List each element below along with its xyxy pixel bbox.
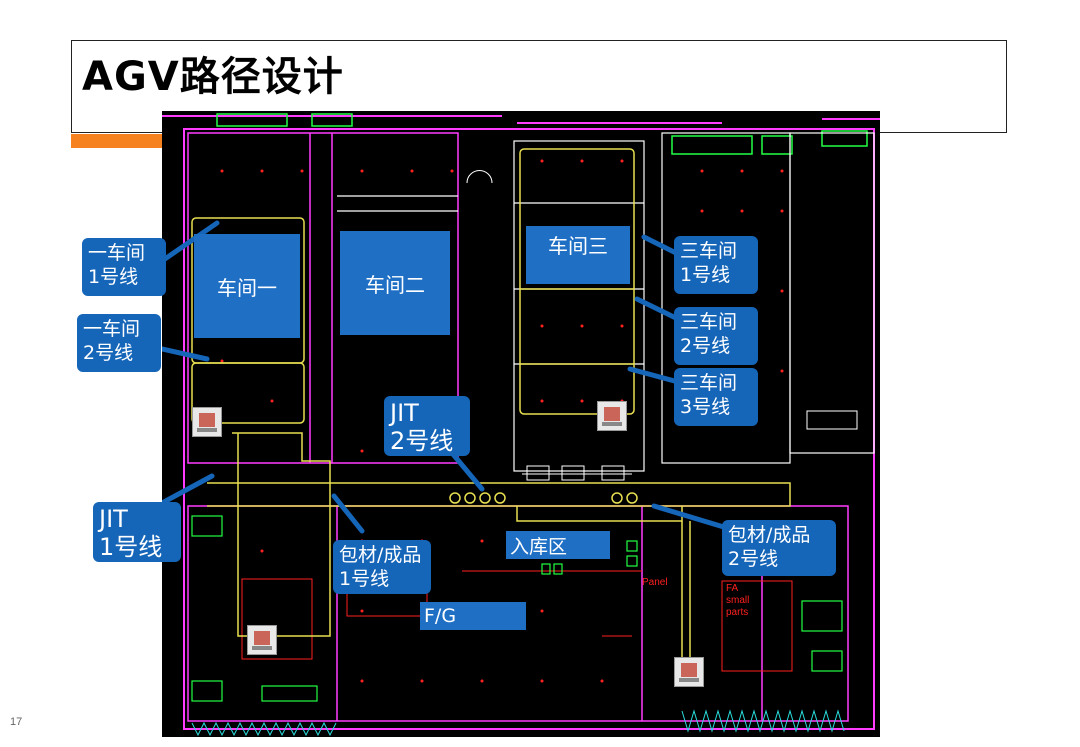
callout-ws1-line2: 一车间 2号线 (77, 314, 161, 372)
agv-robot-icon (674, 657, 704, 687)
agv-robot-icon (192, 407, 222, 437)
workshop-2-label: 车间二 (340, 231, 450, 335)
callout-jit-line2: JIT 2号线 (384, 396, 470, 456)
callout-ws1-line1: 一车间 1号线 (82, 238, 166, 296)
slide-title: AGV路径设计 (82, 54, 344, 100)
inbound-area-label: 入库区 (506, 531, 610, 559)
callout-ws3-line3: 三车间 3号线 (674, 368, 758, 426)
callout-ws3-line2: 三车间 2号线 (674, 307, 758, 365)
accent-bar (71, 134, 163, 148)
callout-ws3-line1: 三车间 1号线 (674, 236, 758, 294)
page-number: 17 (10, 716, 23, 728)
agv-robot-icon (597, 401, 627, 431)
fg-area-label: F/G (420, 602, 526, 630)
agv-robot-icon (247, 625, 277, 655)
floor-plan: 车间一 车间二 车间三 入库区 F/G Panel FA small parts (162, 111, 880, 737)
fa-small-parts-text: FA small parts (726, 583, 750, 618)
callout-jit-line1: JIT 1号线 (93, 502, 181, 562)
workshop-1-label: 车间一 (194, 234, 300, 338)
workshop-3-label: 车间三 (526, 226, 630, 284)
callout-packaging-line1: 包材/成品 1号线 (333, 540, 431, 594)
panel-text: Panel (642, 577, 668, 588)
floor-plan-drawing (162, 113, 880, 737)
callout-packaging-line2: 包材/成品 2号线 (722, 520, 836, 576)
